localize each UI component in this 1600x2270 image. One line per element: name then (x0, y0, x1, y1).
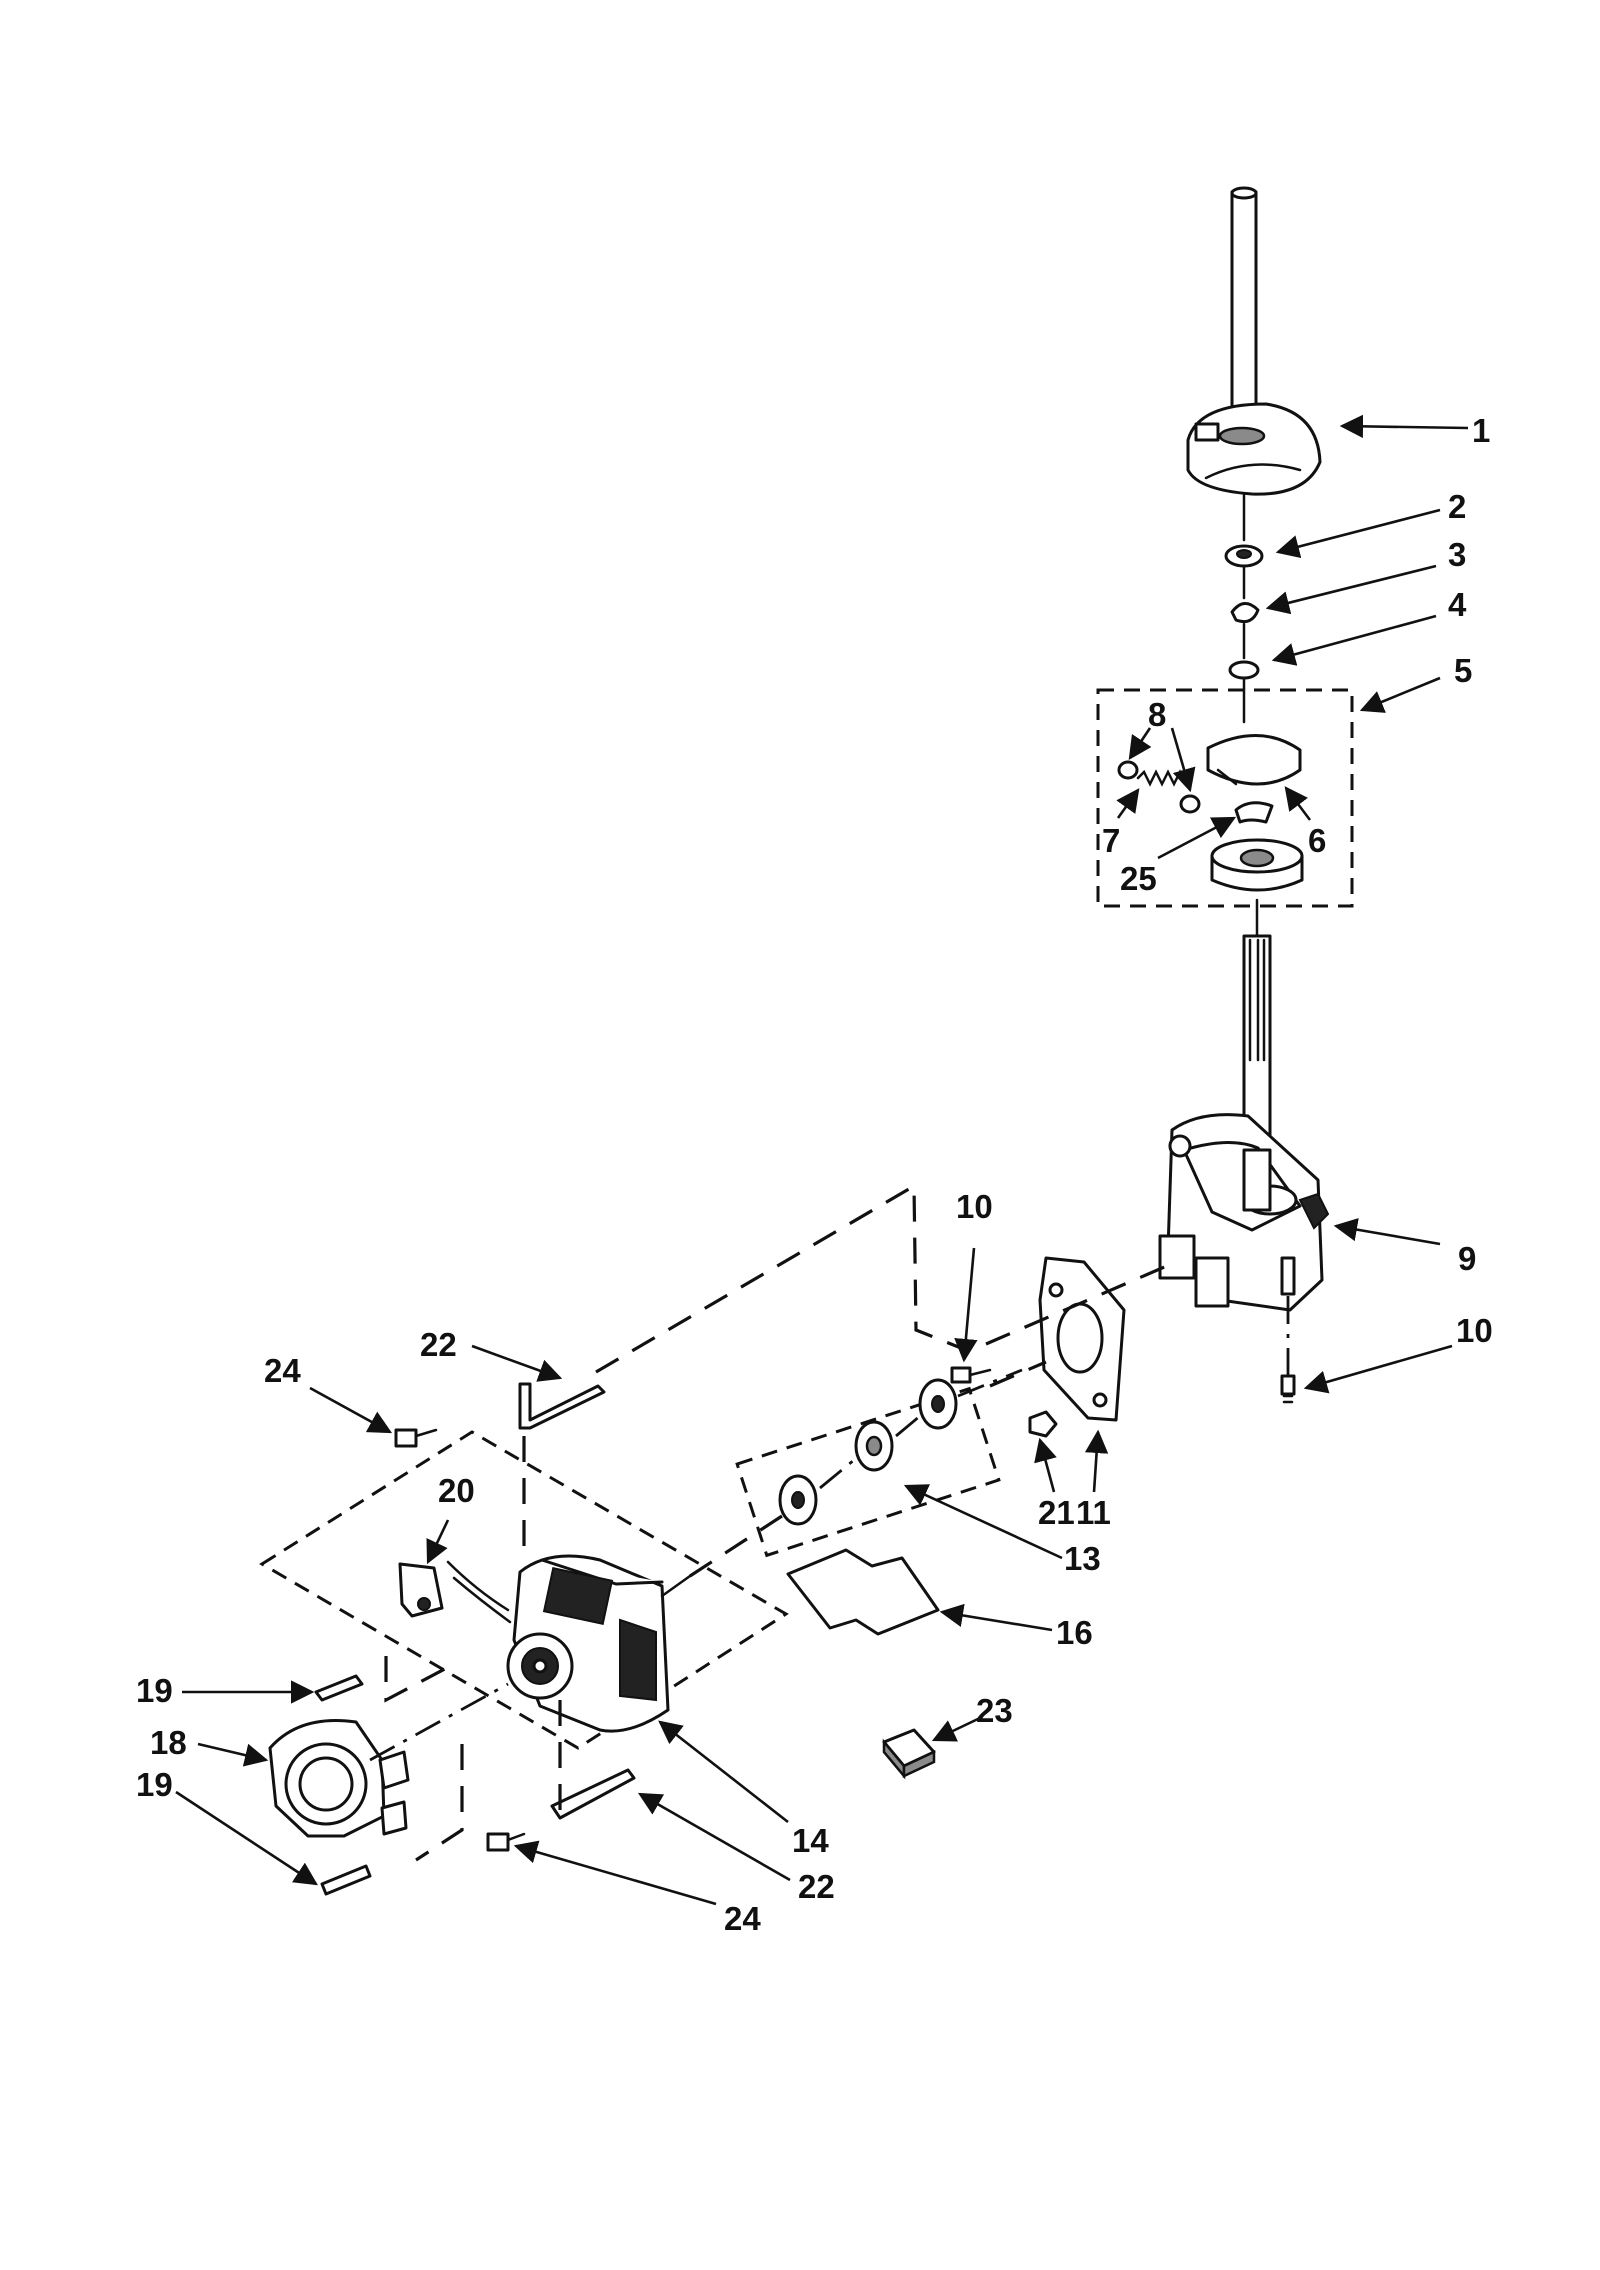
callout-19-upper: 19 (136, 1672, 173, 1709)
callout-3: 3 (1448, 536, 1466, 573)
callout-1: 1 (1472, 412, 1490, 449)
callout-14: 14 (792, 1822, 829, 1859)
part-4-retaining-ring (1228, 660, 1260, 680)
callout-22-upper: 22 (420, 1326, 457, 1363)
part-20-capacitor (398, 1560, 512, 1624)
phantom-line-gearcase (985, 1260, 1177, 1346)
phantom-line-plate (989, 1360, 1047, 1388)
leader-lines (175, 414, 1469, 1906)
coupling-hub-left (778, 1474, 818, 1526)
callout-21: 21 (1038, 1494, 1075, 1531)
callout-18: 18 (150, 1724, 187, 1761)
callout-24-lower: 24 (724, 1900, 761, 1937)
callout-10-lower: 10 (1456, 1312, 1493, 1349)
callout-7: 7 (1102, 822, 1120, 859)
callout-10-upper: 10 (956, 1188, 993, 1225)
clutch-drum (1210, 838, 1304, 892)
part-7-spring (1136, 769, 1188, 787)
part-6-clutch-band (1206, 734, 1302, 786)
callout-2: 2 (1448, 488, 1466, 525)
part-24-screw-lower (486, 1832, 526, 1852)
callout-20: 20 (438, 1472, 475, 1509)
callout-labels: 1 2 3 4 5 6 7 8 25 9 10 10 11 21 13 16 2… (136, 412, 1493, 1937)
part-8-spring-plugs (1117, 760, 1201, 814)
part-3-spring-washer (1230, 602, 1260, 624)
callout-5: 5 (1454, 652, 1472, 689)
coupling-disc-middle (854, 1420, 894, 1472)
part-22-strap-upper (518, 1382, 606, 1430)
phantom-line-top-strap (595, 1183, 967, 1374)
part-16-shield (786, 1548, 940, 1636)
callout-19-lower: 19 (136, 1766, 173, 1803)
part-11-mounting-plate (1038, 1256, 1126, 1422)
part-22-strap-lower (550, 1768, 636, 1820)
part-14-motor-assembly-box (259, 1430, 789, 1750)
callout-6: 6 (1308, 822, 1326, 859)
phantom-line-motor-shaft (689, 1514, 783, 1578)
callout-4: 4 (1448, 586, 1467, 623)
axis-line-coupling (819, 1368, 1023, 1490)
part-25-clutch-lock (1234, 801, 1274, 824)
callout-13: 13 (1064, 1540, 1101, 1577)
coupling-hub-right (918, 1378, 958, 1430)
callout-24-upper: 24 (264, 1352, 301, 1389)
part-18-pump-bracket (268, 1718, 410, 1838)
callout-8: 8 (1148, 696, 1166, 733)
spin-tube-shaft (1230, 186, 1258, 442)
part-9-gearcase (1158, 1113, 1330, 1312)
callout-16: 16 (1056, 1614, 1093, 1651)
part-23-clip (882, 1728, 936, 1780)
part-24-screw-upper (394, 1428, 438, 1448)
part-10-screw-right (1280, 1296, 1296, 1404)
part-10-screw-left (950, 1366, 992, 1384)
part-14-motor (506, 1554, 692, 1733)
callout-9: 9 (1458, 1240, 1476, 1277)
part-1-brake-cam (1186, 402, 1322, 496)
phantom-line-lower-bracket (415, 1744, 464, 1862)
callout-25: 25 (1120, 860, 1157, 897)
part-2-bearing (1224, 544, 1264, 568)
callout-23: 23 (976, 1692, 1013, 1729)
part-19-clip-upper (314, 1674, 364, 1702)
part-19-clip-lower (320, 1864, 372, 1896)
part-13-coupling-box (735, 1386, 1001, 1558)
callout-22-lower: 22 (798, 1868, 835, 1905)
part-21-nut (1028, 1410, 1058, 1438)
part-5-clutch-assembly-box (1096, 688, 1354, 908)
phantom-line-capacitor (384, 1656, 459, 1703)
callout-11: 11 (1076, 1494, 1111, 1531)
axis-line-motor-left (369, 1682, 509, 1762)
